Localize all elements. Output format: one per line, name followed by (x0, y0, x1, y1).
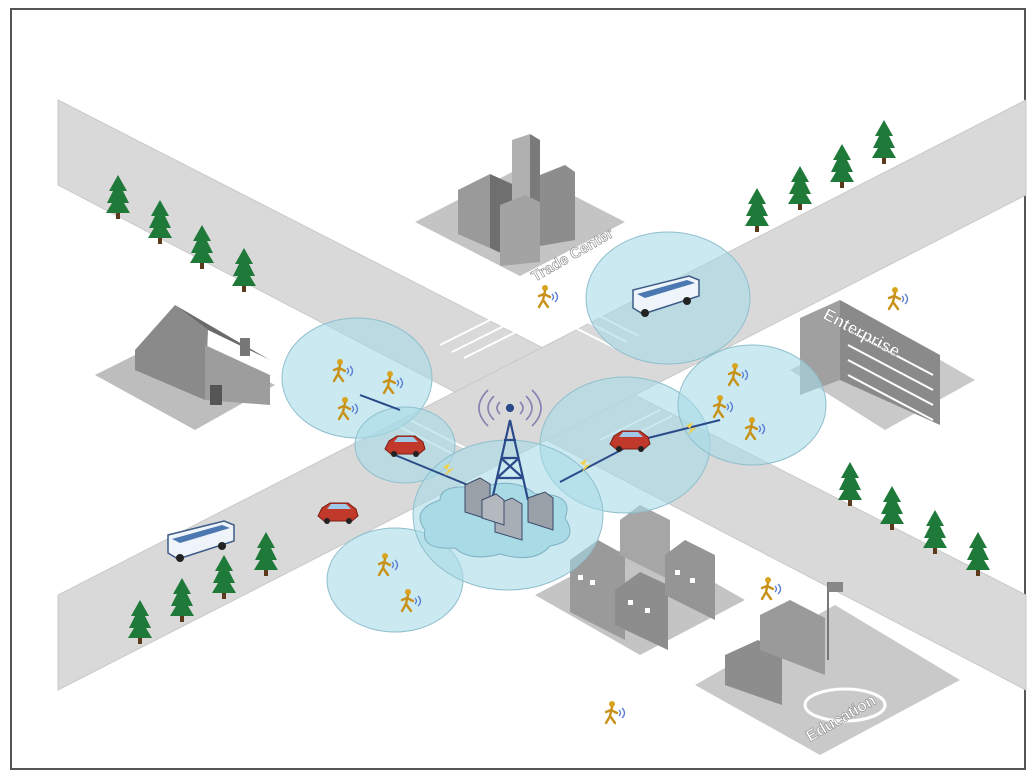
office-building-icon (570, 540, 625, 640)
house (95, 305, 275, 430)
signal-markers (443, 422, 697, 476)
tree-icon (872, 120, 896, 164)
trade-center: Trade Center (415, 134, 625, 286)
school-icon (725, 640, 782, 705)
coverage-cell (677, 344, 827, 466)
base-station-tower-icon (478, 389, 542, 501)
server-rack-icon (464, 477, 554, 541)
tree-icon (966, 532, 990, 576)
base-station (419, 389, 571, 559)
school-icon (760, 600, 825, 675)
pedestrian-icon (604, 699, 626, 725)
tree-icon (838, 462, 862, 506)
pedestrian-icon (887, 285, 909, 311)
house-icon (135, 305, 208, 400)
tree-icon (880, 486, 904, 530)
office-building-icon (458, 174, 490, 248)
education-campus: Education (695, 582, 960, 755)
tree-icon (745, 188, 769, 232)
tree-icon (830, 144, 854, 188)
tree-icon (788, 166, 812, 210)
apartment-complex (535, 505, 745, 655)
pedestrian-icon (537, 283, 559, 309)
pedestrian-icon (760, 575, 782, 601)
tree-icon (923, 510, 947, 554)
